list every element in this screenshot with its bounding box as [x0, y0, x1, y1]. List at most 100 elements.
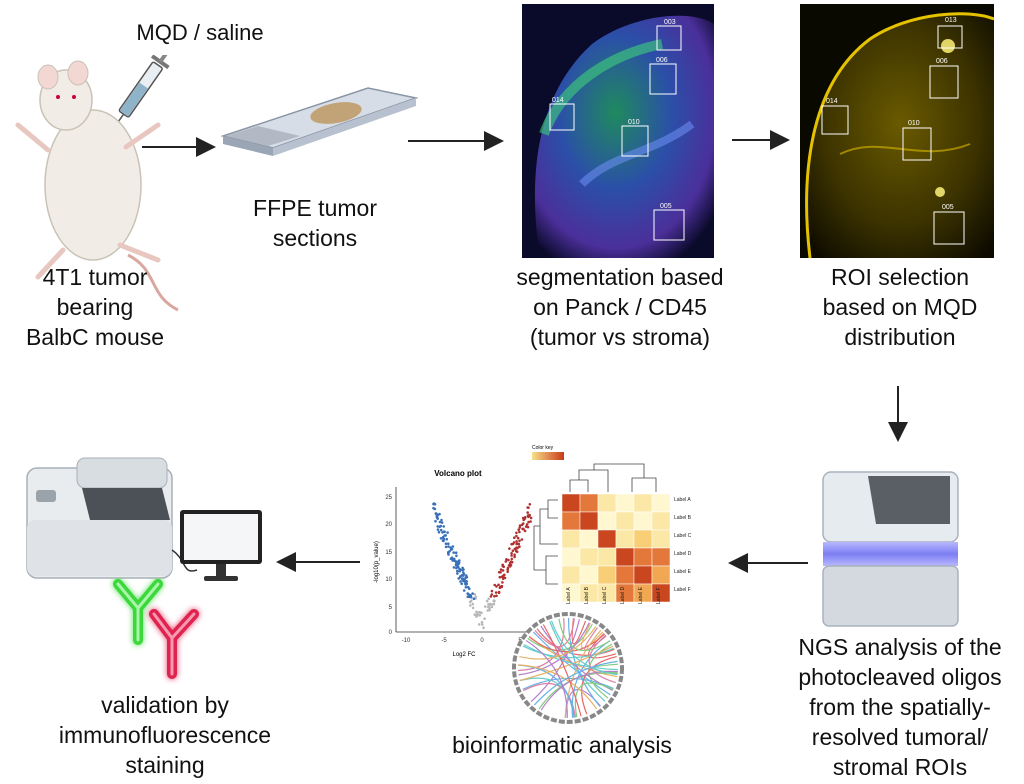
heatmap-cell — [651, 583, 671, 603]
heatmap-row-label-f: Label F — [674, 587, 691, 593]
chord-ribbon — [540, 670, 618, 711]
validation-caption-line-3: staining — [125, 752, 205, 778]
chord-ribbon — [588, 643, 613, 699]
chord-ribbon — [581, 656, 617, 715]
segmentation-caption: segmentation based on Panck / CD45 (tumo… — [495, 262, 745, 352]
volcano-point — [517, 542, 521, 546]
green-antibody-icon — [113, 579, 163, 645]
chord-ribbon — [574, 682, 614, 718]
heatmap-row-label-a: Label A — [674, 497, 691, 503]
chord-ribbon — [532, 631, 611, 696]
chord-ribbon — [522, 645, 615, 659]
volcano-point — [473, 593, 477, 596]
volcano-point — [462, 589, 466, 592]
heatmap-row-label-c: Label C — [674, 533, 692, 539]
heatmap-cell — [633, 493, 653, 513]
volcano-point — [499, 570, 502, 574]
roi-box-3 — [821, 105, 849, 135]
heatmap-col-label-a: Label A — [566, 587, 572, 604]
volcano-ylabel: -log10(p_value) — [374, 541, 380, 583]
heatmap-col-label-d: Label D — [620, 586, 626, 604]
volcano-point — [495, 585, 498, 588]
heatmap-cell — [597, 565, 617, 585]
volcano-point — [525, 523, 529, 526]
volcano-point — [466, 585, 470, 589]
validation-caption-line-1: validation by — [101, 692, 229, 718]
volcano-point — [513, 555, 516, 559]
seg-roi-label-2: 006 — [656, 57, 668, 64]
roi-label-2: 006 — [936, 58, 948, 65]
ngs-caption-line-5: stromal ROIs — [832, 754, 968, 780]
volcano-point — [501, 569, 505, 572]
chord-ribbon — [527, 624, 593, 651]
roi-selection-image: 013 006 014 010 005 — [800, 4, 994, 258]
volcano-point — [461, 577, 464, 580]
volcano-point — [456, 565, 460, 569]
chord-ribbon — [522, 677, 614, 690]
heatmap-cell — [615, 547, 635, 567]
segmentation-caption-line-2: on Panck / CD45 — [533, 294, 707, 320]
chord-ribbon — [564, 629, 602, 718]
volcano-point — [436, 525, 439, 528]
volcano-point — [469, 595, 473, 599]
volcano-point — [513, 536, 516, 539]
heatmap-row-label-b: Label B — [674, 515, 692, 521]
volcano-point — [462, 571, 465, 574]
volcano-point — [504, 560, 508, 563]
chord-ribbon — [571, 640, 611, 718]
volcano-point — [433, 507, 437, 511]
volcano-point — [511, 549, 515, 553]
seg-roi-box-4 — [621, 125, 649, 157]
volcano-xlabel: Log2 FC — [452, 652, 476, 658]
volcano-point — [518, 539, 521, 543]
heatmap-cell — [561, 547, 581, 567]
volcano-point — [526, 506, 529, 509]
volcano-ytick-15: 15 — [385, 550, 392, 556]
chord-ribbon — [533, 660, 618, 706]
roi-caption: ROI selection based on MQD distribution — [790, 262, 1010, 352]
volcano-point — [518, 545, 521, 549]
slide-caption-line-1: FFPE tumor — [253, 195, 377, 221]
mouse-caption-line-2: bearing — [56, 294, 134, 320]
heatmap-cell — [633, 529, 653, 549]
heatmap-cell — [615, 493, 635, 513]
volcano-xtick-neg10: -10 — [402, 638, 411, 644]
heatmap-col-label-b: Label B — [584, 586, 590, 604]
left-dendrogram — [533, 499, 558, 585]
roi-label-5: 005 — [942, 204, 954, 211]
volcano-point — [442, 525, 445, 528]
volcano-point — [498, 575, 502, 579]
microscope-slide-icon — [220, 87, 418, 156]
volcano-point — [434, 519, 437, 523]
volcano-point — [451, 545, 455, 548]
heatmap-cell — [633, 565, 653, 585]
heatmap-col-label-f: Label F — [656, 587, 662, 604]
heatmap-row-label-d: Label D — [674, 551, 692, 557]
roi-caption-line-1: ROI selection — [830, 264, 970, 290]
volcano-point — [464, 586, 468, 589]
volcano-point — [526, 511, 529, 514]
volcano-point — [452, 551, 455, 554]
volcano-point — [474, 595, 478, 599]
volcano-point — [454, 560, 458, 563]
chord-ribbon — [581, 622, 604, 649]
volcano-point — [480, 620, 484, 624]
validation-caption: validation by immunofluorescence stainin… — [20, 690, 310, 780]
heatmap-cell — [597, 511, 617, 531]
volcano-point — [444, 542, 448, 545]
volcano-point — [440, 521, 444, 524]
heatmap-cell — [579, 565, 599, 585]
heatmap-row-labels: Label A Label B Label C Label D Label E … — [674, 497, 692, 593]
volcano-point — [515, 546, 519, 550]
chord-ribbon — [519, 626, 597, 660]
segmentation-caption-line-1: segmentation based — [516, 264, 724, 290]
volcano-point — [493, 599, 496, 603]
heatmap-cell — [615, 565, 635, 585]
heatmap-row-label-e: Label E — [674, 569, 692, 575]
volcano-point — [509, 560, 513, 563]
ngs-caption-line-3: from the spatially- — [809, 694, 991, 720]
volcano-point — [529, 516, 533, 520]
roi-box-4 — [902, 127, 932, 161]
seg-roi-label-5: 005 — [660, 203, 672, 210]
volcano-point — [438, 520, 442, 524]
